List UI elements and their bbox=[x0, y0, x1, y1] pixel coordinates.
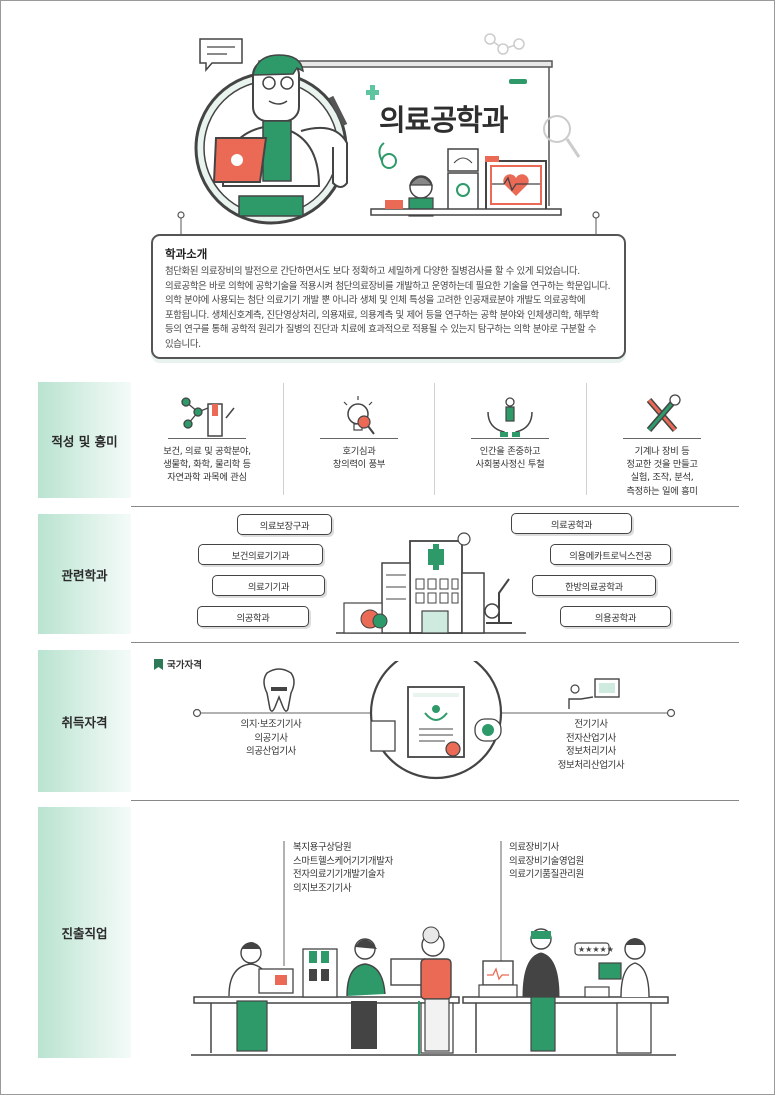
hero-illustration bbox=[151, 21, 611, 236]
aptitude-text: 기계나 장비 등 bbox=[634, 446, 690, 457]
caring-hands-icon bbox=[435, 393, 585, 438]
related-dept-pill: 한방의료공학과 bbox=[532, 575, 656, 596]
aptitude-text: 생물학, 화학, 물리학 등 bbox=[163, 459, 251, 471]
divider-line bbox=[623, 438, 701, 439]
certs-label: 취득자격 bbox=[38, 650, 131, 792]
related-dept-pill: 의공학과 bbox=[197, 606, 309, 627]
cert-list-left: 의지·보조기기사 의공기사 의공산업기사 bbox=[211, 718, 331, 759]
national-cert-label: 국가자격 bbox=[167, 660, 202, 671]
aptitude-text: 인간을 존중하고 bbox=[479, 446, 541, 457]
job-item: 의료기기품질관리원 bbox=[509, 869, 584, 880]
lightbulb-magnifier-icon bbox=[284, 393, 434, 438]
divider-line bbox=[168, 438, 246, 439]
job-item: 의료장비기사 bbox=[509, 842, 559, 853]
national-cert-heading: 국가자격 bbox=[154, 657, 202, 671]
divider bbox=[434, 383, 435, 495]
related-label: 관련학과 bbox=[38, 514, 131, 634]
job-item: 의지보조기기사 bbox=[293, 882, 352, 894]
aptitude-text: 자연과학 과목에 관심 bbox=[167, 472, 247, 484]
aptitude-text: 실험, 조작, 분석, bbox=[630, 472, 694, 484]
aptitude-item: 인간을 존중하고 사회봉사정신 투철 bbox=[435, 393, 585, 471]
tools-icon bbox=[587, 393, 737, 438]
aptitude-label: 적성 및 흥미 bbox=[38, 382, 131, 498]
cert-item: 의지·보조기기사 bbox=[240, 719, 302, 730]
office-illustration: ★★★★★ bbox=[191, 841, 676, 1056]
divider-line bbox=[320, 438, 398, 439]
cert-item: 의공기사 bbox=[254, 732, 288, 744]
cert-item: 정보처리기사 bbox=[566, 746, 616, 757]
section-divider bbox=[131, 800, 739, 801]
related-dept-pill: 의료공학과 bbox=[511, 513, 632, 534]
jobs-label: 진출직업 bbox=[38, 807, 131, 1058]
intro-title: 학과소개 bbox=[165, 247, 208, 261]
hospital-illustration bbox=[336, 532, 526, 634]
divider bbox=[586, 383, 587, 495]
intro-body: 첨단화된 의료장비의 발전으로 간단하면서도 보다 정확하고 세밀하게 다양한 … bbox=[165, 266, 611, 350]
certificate-illustration bbox=[192, 661, 676, 780]
page-title: 의료공학과 bbox=[379, 103, 508, 137]
section-divider bbox=[131, 506, 739, 507]
cert-list-right: 전기기사 전자산업기사 정보처리기사 정보처리산업기사 bbox=[536, 718, 646, 772]
job-item: 복지용구상담원 bbox=[293, 842, 352, 853]
bookmark-icon bbox=[154, 658, 163, 670]
cert-item: 정보처리산업기사 bbox=[557, 759, 625, 771]
aptitude-item: 기계나 장비 등 정교한 것을 만들고 실험, 조작, 분석, 측정하는 일에 … bbox=[587, 393, 737, 498]
aptitude-text: 정교한 것을 만들고 bbox=[626, 459, 698, 471]
aptitude-item: 호기심과 창의력이 풍부 bbox=[284, 393, 434, 471]
job-item: 전자의료기기개발기술자 bbox=[293, 869, 385, 880]
related-dept-pill: 의용공학과 bbox=[560, 606, 671, 627]
aptitude-text: 측정하는 일에 흥미 bbox=[626, 485, 698, 497]
aptitude-text: 창의력이 풍부 bbox=[332, 459, 386, 471]
job-item: 스마트헬스케어기기개발자 bbox=[293, 855, 393, 867]
aptitude-text: 사회봉사정신 투철 bbox=[475, 459, 545, 471]
cert-item: 의공산업기사 bbox=[246, 746, 296, 757]
svg-text:★★★★★: ★★★★★ bbox=[578, 945, 614, 954]
job-list-right: 의료장비기사 의료장비기술영업원 의료기기품질관리원 bbox=[509, 841, 584, 882]
aptitude-text: 호기심과 bbox=[342, 446, 376, 457]
job-list-left: 복지용구상담원 스마트헬스케어기기개발자 전자의료기기개발기술자 의지보조기기사 bbox=[293, 841, 393, 895]
science-book-icon bbox=[132, 393, 282, 438]
cert-item: 전자산업기사 bbox=[566, 732, 616, 744]
divider-line bbox=[471, 438, 549, 439]
divider bbox=[283, 383, 284, 495]
cert-item: 전기기사 bbox=[574, 719, 608, 730]
aptitude-text: 보건, 의료 및 공학분야, bbox=[163, 446, 251, 457]
section-divider bbox=[131, 642, 739, 643]
related-dept-pill: 의료보장구과 bbox=[237, 514, 332, 535]
intro-box: 학과소개 첨단화된 의료장비의 발전으로 간단하면서도 보다 정확하고 세밀하게… bbox=[151, 234, 626, 359]
job-item: 의료장비기술영업원 bbox=[509, 855, 584, 867]
related-dept-pill: 의용메카트로닉스전공 bbox=[550, 544, 671, 565]
hero-graphic bbox=[177, 33, 600, 235]
related-dept-pill: 보건의료기기과 bbox=[198, 544, 323, 565]
related-dept-pill: 의료기기과 bbox=[212, 575, 325, 596]
aptitude-item: 보건, 의료 및 공학분야, 생물학, 화학, 물리학 등 자연과학 과목에 관… bbox=[132, 393, 282, 485]
